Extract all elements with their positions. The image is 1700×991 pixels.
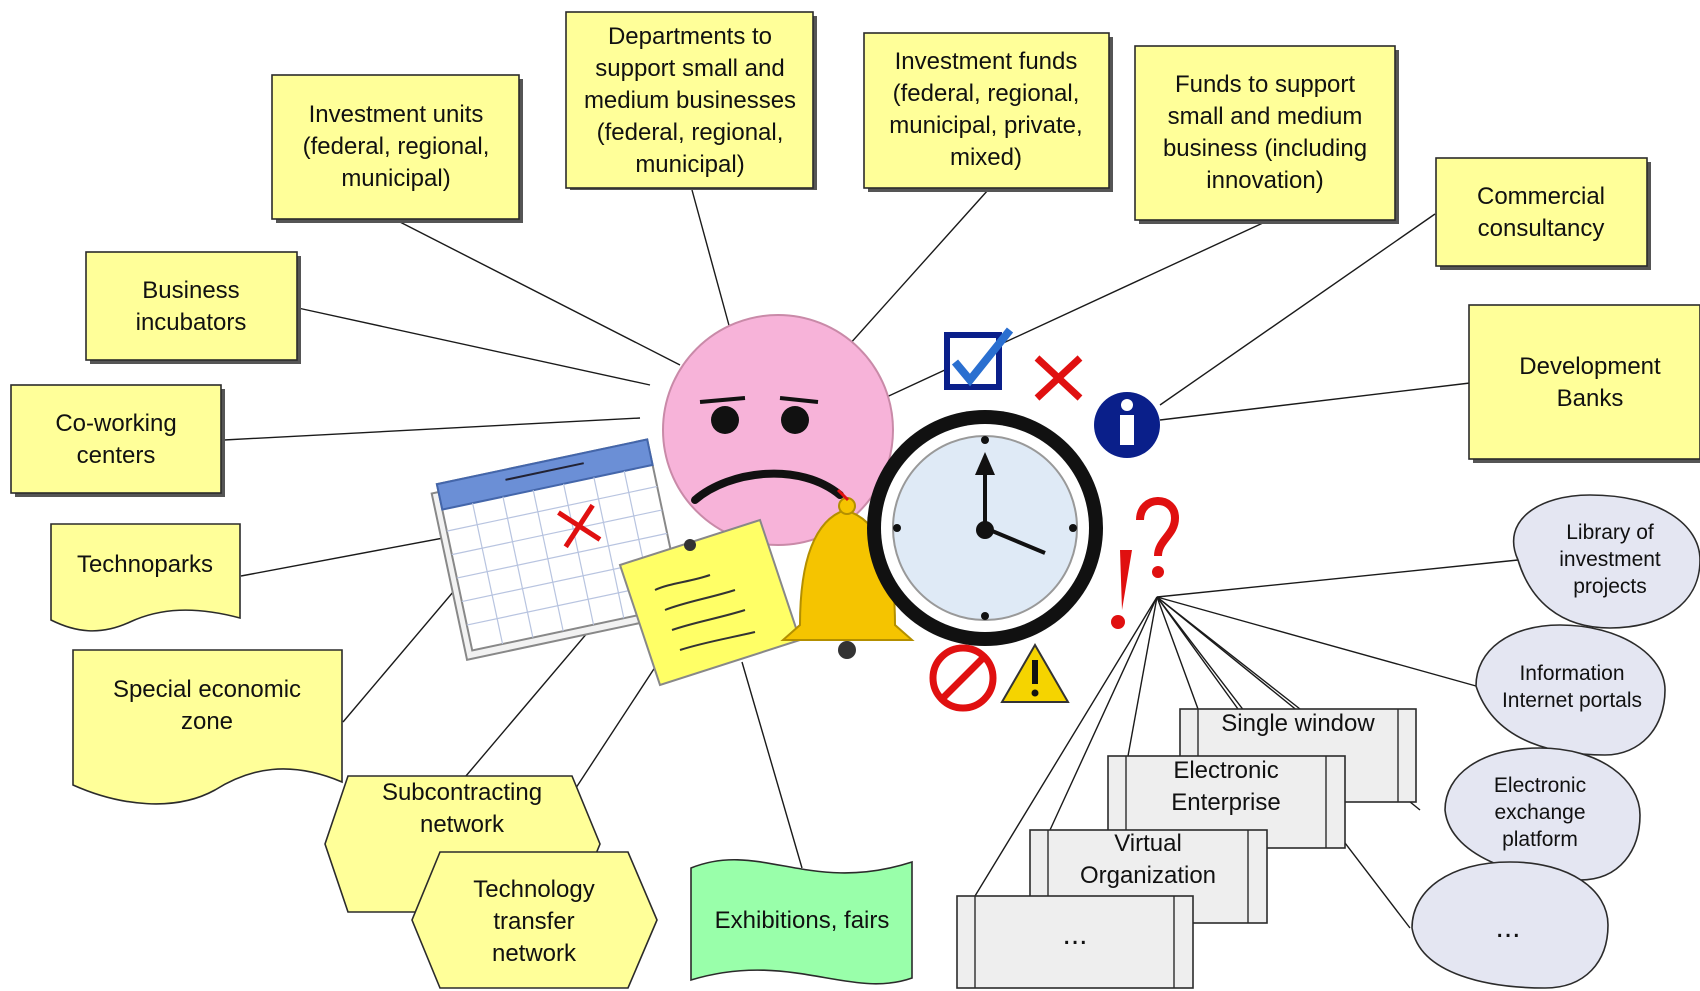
library-line-2: investment (1559, 548, 1661, 571)
connector-single-window-b (1156, 596, 1239, 710)
exchange-line-3: platform (1502, 828, 1578, 851)
sez-line-1: Special economic (113, 676, 301, 703)
connector-subcontracting (459, 611, 606, 784)
commercial-line-1: Commercial (1477, 183, 1605, 210)
library-line-1: Library of (1566, 521, 1654, 544)
connector-coworking (223, 417, 641, 441)
subcontracting-line-2: network (420, 811, 505, 838)
sez-line-2: zone (181, 708, 233, 735)
library-line-3: projects (1573, 575, 1647, 598)
connector-commercial (1159, 213, 1436, 406)
departments-line-3: medium businesses (584, 87, 796, 114)
connector-departments (691, 189, 734, 341)
box-special-economic-zone[interactable]: Special economic zone (72, 649, 343, 805)
box-business-incubators[interactable]: Business incubators (85, 251, 301, 364)
portals-line-2: Internet portals (1502, 689, 1642, 712)
departments-line-5: municipal) (635, 151, 744, 178)
dev-banks-line-2: Banks (1557, 385, 1624, 412)
funds-sme-line-2: small and medium (1168, 103, 1363, 130)
virtual-org-line-2: Organization (1080, 862, 1216, 889)
investment-funds-line-4: mixed) (950, 144, 1022, 171)
dev-banks-line-1: Development (1519, 353, 1661, 380)
connector-single-window-a (1156, 596, 1301, 710)
box-departments[interactable]: Departments to support small and medium … (565, 11, 817, 190)
connector-exhibitions (741, 661, 803, 869)
process-more[interactable]: ... (956, 895, 1194, 989)
investment-units-line-3: municipal) (341, 165, 450, 192)
tech-transfer-line-2: transfer (493, 908, 574, 935)
connector-sez (342, 571, 471, 723)
box-development-banks[interactable]: Development Banks (1468, 304, 1700, 463)
box-investment-funds[interactable]: Investment funds (federal, regional, mun… (863, 32, 1113, 192)
coworking-line-1: Co-working (55, 410, 176, 437)
investment-units-line-1: Investment units (309, 101, 484, 128)
electronic-enterprise-line-1: Electronic (1173, 757, 1278, 784)
funds-sme-line-3: business (including (1163, 135, 1367, 162)
funds-sme-line-4: innovation) (1206, 167, 1323, 194)
clock-icon (867, 410, 1103, 646)
departments-line-4: (federal, regional, (597, 119, 784, 146)
cross-icon (1034, 355, 1083, 401)
sad-face-icon (662, 314, 894, 546)
incubators-line-2: incubators (136, 309, 247, 336)
connector-funds-sme (879, 221, 1266, 401)
bubble-more[interactable]: ... (1411, 861, 1609, 989)
box-funds-sme[interactable]: Funds to support small and medium busine… (1134, 45, 1399, 224)
bubble-more-label: ... (1495, 911, 1520, 944)
exclamation-question-icon (1111, 497, 1180, 629)
calendar-icon (430, 438, 684, 661)
bubble-exchange[interactable]: Electronic exchange platform (1444, 747, 1641, 881)
connector-technoparks (240, 532, 471, 577)
subcontracting-line-1: Subcontracting (382, 779, 542, 806)
exchange-line-1: Electronic (1494, 774, 1586, 797)
departments-line-1: Departments to (608, 23, 772, 50)
box-technology-transfer-network[interactable]: Technology transfer network (411, 851, 658, 989)
incubators-line-1: Business (142, 277, 239, 304)
box-commercial-consultancy[interactable]: Commercial consultancy (1435, 157, 1651, 270)
technoparks-label: Technoparks (77, 551, 213, 578)
investment-units-line-2: (federal, regional, (303, 133, 490, 160)
connector-dev-banks (1159, 382, 1471, 421)
exhibitions-label: Exhibitions, fairs (715, 907, 890, 934)
investment-funds-line-3: municipal, private, (889, 112, 1082, 139)
connector-virtual-org (1049, 596, 1158, 831)
connector-investment-units (397, 220, 681, 366)
connector-electronic-enterprise (1127, 596, 1158, 757)
box-investment-units[interactable]: Investment units (federal, regional, mun… (271, 74, 523, 223)
box-exhibitions-fairs[interactable]: Exhibitions, fairs (690, 858, 913, 985)
electronic-enterprise-line-2: Enterprise (1171, 789, 1280, 816)
bubble-portals[interactable]: Information Internet portals (1475, 624, 1666, 756)
bubble-library[interactable]: Library of investment projects (1512, 494, 1700, 629)
warning-icon (1000, 643, 1070, 703)
virtual-org-line-1: Virtual (1114, 830, 1182, 857)
connector-process-more (974, 596, 1158, 897)
departments-line-2: support small and (595, 55, 784, 82)
commercial-line-2: consultancy (1478, 215, 1605, 242)
connector-single-window-c (1156, 596, 1199, 710)
tech-transfer-line-1: Technology (473, 876, 594, 903)
investment-funds-line-2: (federal, regional, (893, 80, 1080, 107)
process-more-label: ... (1062, 918, 1087, 951)
connector-portals (1156, 596, 1477, 687)
connector-incubators (297, 307, 651, 386)
connector-investment-funds (839, 189, 989, 356)
box-coworking-centers[interactable]: Co-working centers (10, 384, 225, 497)
single-window-label: Single window (1221, 710, 1375, 737)
portals-line-1: Information (1519, 662, 1624, 685)
investment-funds-line-1: Investment funds (895, 48, 1078, 75)
box-technoparks[interactable]: Technoparks (50, 523, 241, 632)
exchange-line-2: exchange (1494, 801, 1585, 824)
tech-transfer-line-3: network (492, 940, 577, 967)
no-entry-icon (929, 644, 997, 712)
checkbox-icon (944, 327, 1014, 390)
info-icon (1094, 392, 1160, 458)
coworking-line-2: centers (77, 442, 156, 469)
funds-sme-line-1: Funds to support (1175, 71, 1355, 98)
connector-library (1156, 559, 1519, 598)
